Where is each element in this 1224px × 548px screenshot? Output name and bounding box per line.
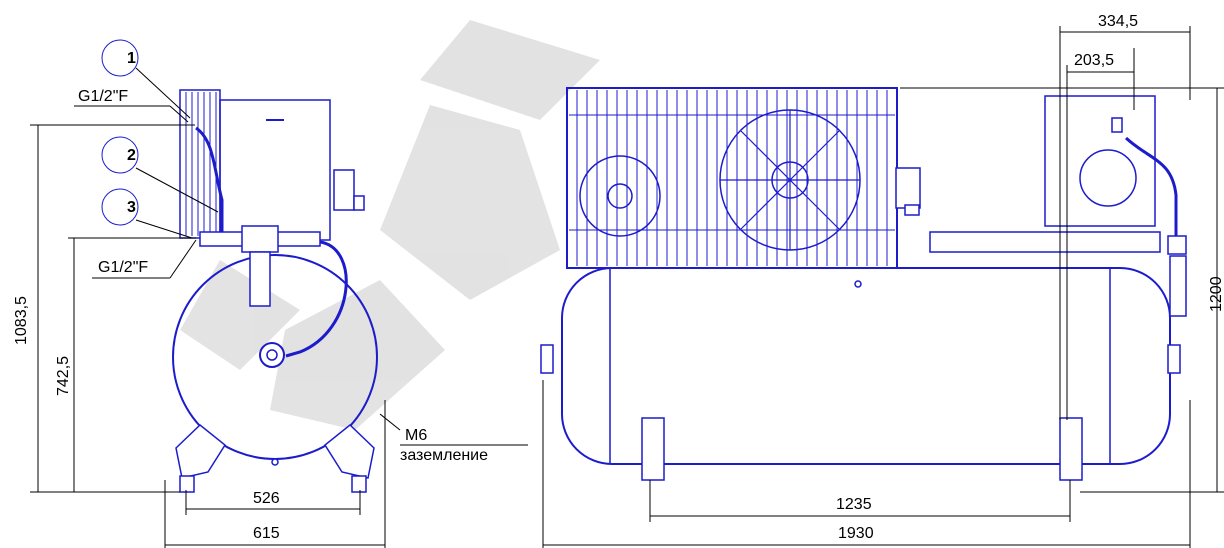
- watermark: [180, 20, 600, 430]
- callout-2: 2: [127, 147, 136, 164]
- callout-1: 1: [127, 50, 136, 67]
- ground-label: M6 заземление: [379, 413, 528, 464]
- dim-side-height: 1200: [1208, 276, 1224, 312]
- ground-bolt-label: M6: [405, 427, 427, 444]
- dim-front-width-outer: 615: [253, 525, 280, 542]
- callouts: 1 2 3: [101, 39, 219, 239]
- dim-front-height-total: 1083,5: [13, 296, 30, 345]
- dim-front-height-outlet: 742,5: [55, 356, 72, 396]
- dim-front-width-inner: 526: [253, 490, 280, 507]
- dim-side-top-inner: 203,5: [1074, 52, 1114, 69]
- dim-side-top-outer: 334,5: [1098, 13, 1138, 30]
- dim-side-length: 1930: [838, 525, 874, 542]
- thread-labels: G1/2"F G1/2"F: [74, 88, 197, 279]
- side-view: [540, 87, 1187, 481]
- front-view: [172, 89, 378, 493]
- thread-label-bottom: G1/2"F: [98, 259, 148, 276]
- ground-text-label: заземление: [400, 447, 488, 464]
- front-dimensions: 1083,5 742,5 526 615: [13, 124, 386, 548]
- cooler-grill: [569, 90, 895, 266]
- side-dimensions: 334,5 203,5 1200 1235 1930: [542, 13, 1224, 548]
- dim-side-feet-spacing: 1235: [836, 496, 872, 513]
- thread-label-top: G1/2"F: [78, 88, 128, 105]
- callout-3: 3: [127, 199, 136, 216]
